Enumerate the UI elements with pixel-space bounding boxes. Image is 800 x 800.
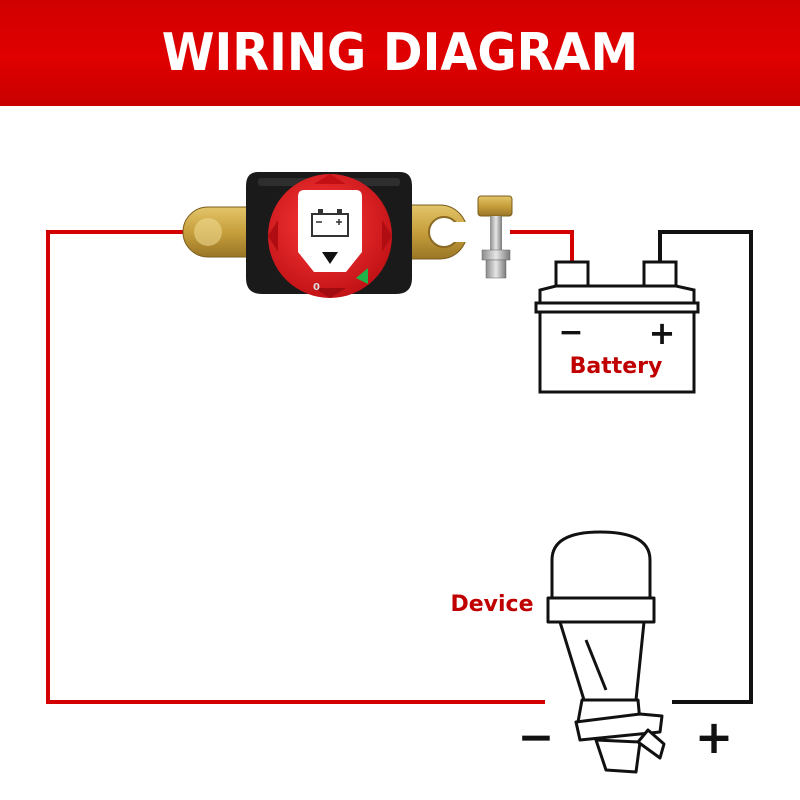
battery-label: Battery xyxy=(570,354,663,379)
device-label: Device xyxy=(450,592,533,617)
battery-positive-symbol: + xyxy=(649,314,676,352)
title-banner: WIRING DIAGRAM xyxy=(0,0,800,106)
switch-dial-mark: 0 xyxy=(313,282,320,293)
battery-switch-icon: 0 xyxy=(182,172,513,298)
page-title: WIRING DIAGRAM xyxy=(161,23,639,83)
negative-wire-right xyxy=(658,230,753,704)
positive-wire-left xyxy=(46,230,545,704)
battery-icon: − + Battery xyxy=(534,260,700,394)
device-negative-symbol: − xyxy=(518,712,555,763)
outboard-motor-icon xyxy=(546,530,666,774)
positive-wire-top xyxy=(510,230,574,262)
battery-negative-symbol: − xyxy=(558,315,583,350)
device-positive-symbol: + xyxy=(695,710,734,764)
